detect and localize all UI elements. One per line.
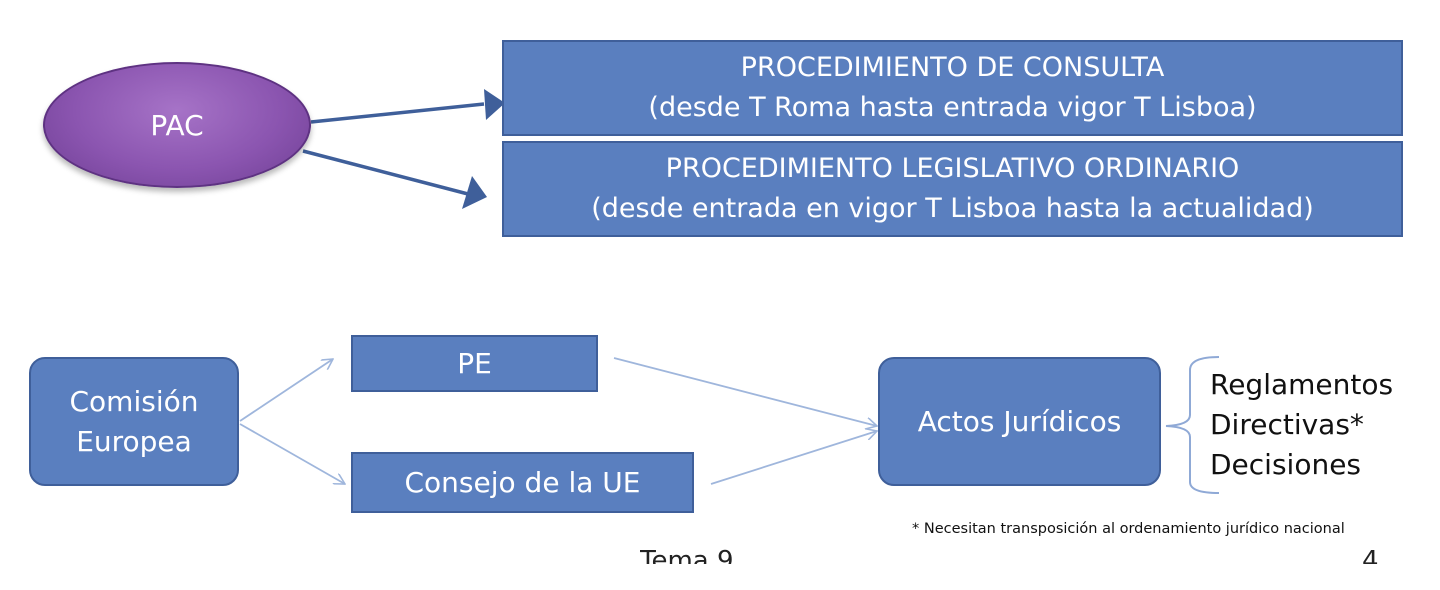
- arrow-commission-to-council: [239, 423, 345, 484]
- arrow-council-to-acts: [710, 431, 877, 485]
- arrow-pac-to-consulta: [310, 89, 505, 124]
- pac-label: PAC: [150, 108, 204, 142]
- commission-box: Comisión Europea: [29, 357, 239, 486]
- legal-acts-label: Actos Jurídicos: [917, 404, 1122, 438]
- procedure-legislativo-title: PROCEDIMIENTO LEGISLATIVO ORDINARIO: [665, 153, 1240, 184]
- arrow-pe-to-acts: [613, 357, 877, 426]
- act-type-decisions: Decisiones: [1210, 448, 1362, 481]
- commission-label-line2: Europea: [76, 424, 192, 458]
- procedure-legislativo-box: PROCEDIMIENTO LEGISLATIVO ORDINARIO (des…: [502, 141, 1403, 237]
- arrow-commission-to-pe: [239, 359, 333, 422]
- procedure-consulta-subtitle: (desde T Roma hasta entrada vigor T Lisb…: [648, 92, 1257, 123]
- procedure-consulta-title: PROCEDIMIENTO DE CONSULTA: [740, 52, 1165, 83]
- parliament-label: PE: [457, 347, 492, 380]
- pac-node: PAC: [43, 62, 311, 188]
- arrow-pac-to-legislativo: [302, 149, 487, 209]
- procedure-legislativo-subtitle: (desde entrada en vigor T Lisboa hasta l…: [591, 193, 1314, 224]
- directives-footnote: * Necesitan transposición al ordenamient…: [912, 521, 1345, 537]
- act-types-list: Reglamentos Directivas* Decisiones: [1210, 365, 1435, 485]
- procedure-consulta-box: PROCEDIMIENTO DE CONSULTA (desde T Roma …: [502, 40, 1403, 136]
- parliament-box: PE: [351, 335, 598, 392]
- topic-footer: Tema 9: [640, 546, 734, 564]
- page-number: 4: [1362, 546, 1379, 564]
- legal-acts-box: Actos Jurídicos: [878, 357, 1161, 486]
- act-type-regulations: Reglamentos: [1210, 368, 1394, 401]
- council-label: Consejo de la UE: [404, 466, 641, 499]
- council-box: Consejo de la UE: [351, 452, 694, 513]
- act-type-directives: Directivas*: [1210, 408, 1364, 441]
- commission-label-line1: Comisión: [69, 384, 199, 418]
